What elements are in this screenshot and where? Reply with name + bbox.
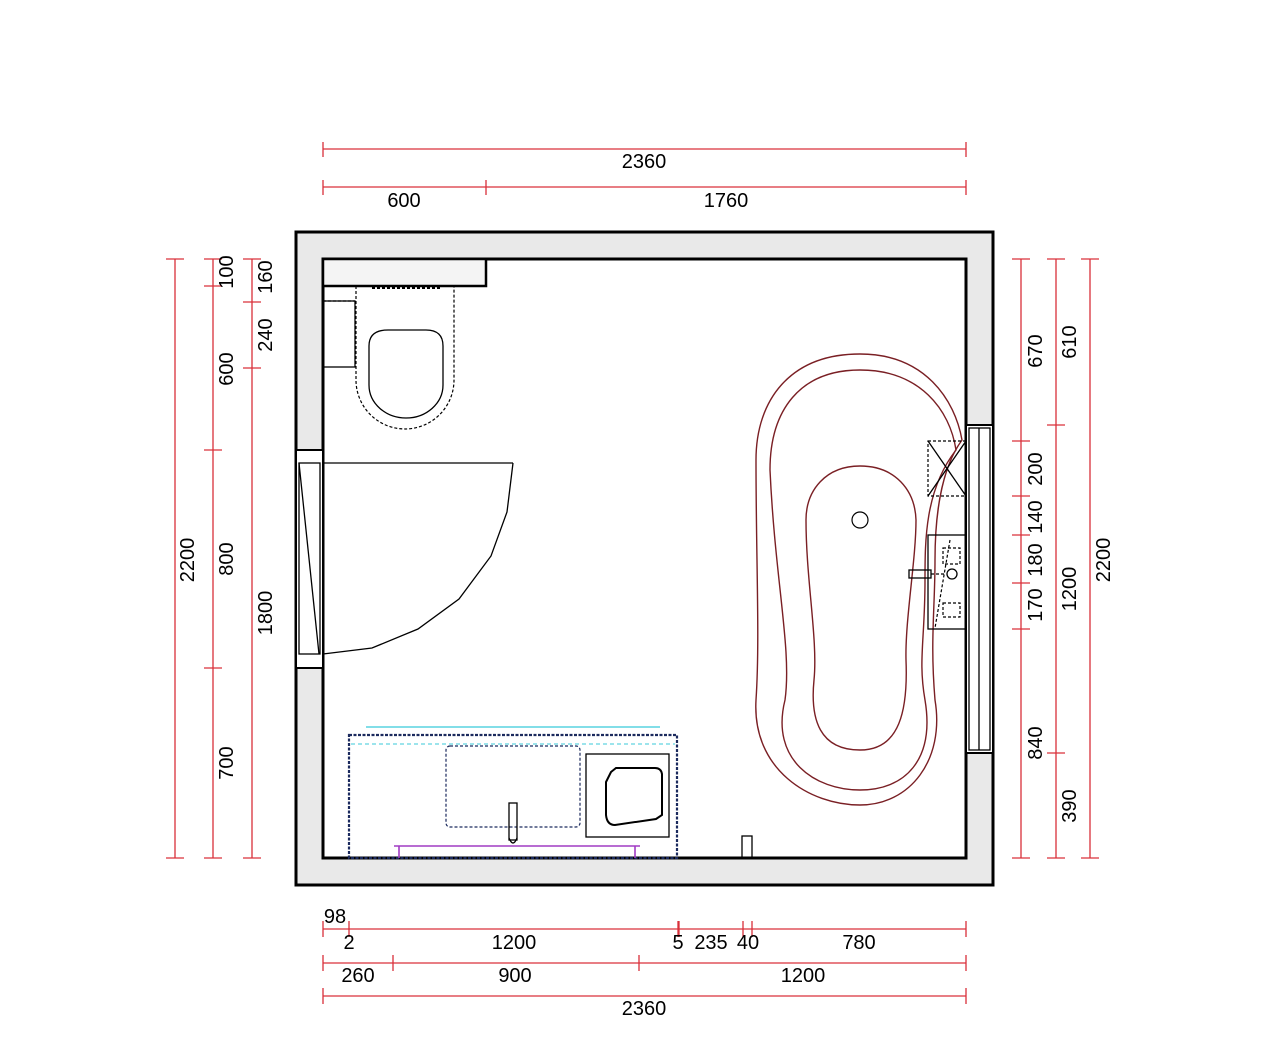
dim-left-seg: 600	[216, 352, 238, 385]
dim-right-seg: 140	[1025, 500, 1047, 533]
dim-bottom-seg: 260	[341, 965, 374, 987]
dim-left-overall: 2200	[177, 538, 199, 583]
dim-left-seg: 160	[255, 260, 277, 293]
dim-left-seg: 700	[216, 746, 238, 779]
window-icon	[965, 424, 994, 754]
dim-bottom-seg: 900	[498, 965, 531, 987]
dim-top-overall: 2360	[622, 151, 667, 173]
dim-right-overall: 2200	[1093, 538, 1115, 583]
bathtub-icon[interactable]	[755, 353, 963, 806]
vanity-icon[interactable]	[347, 726, 679, 860]
dim-right-seg: 670	[1025, 334, 1047, 367]
door-icon[interactable]	[298, 462, 514, 655]
dim-left-seg: 240	[255, 318, 277, 351]
dim-bottom-seg: 5	[672, 932, 683, 954]
dim-left-seg: 800	[216, 542, 238, 575]
dim-right-seg: 390	[1059, 789, 1081, 822]
dim-left-seg: 1800	[255, 591, 277, 636]
dim-right-seg: 180	[1025, 543, 1047, 576]
dim-bottom-seg: 780	[842, 932, 875, 954]
dim-top-seg: 600	[387, 190, 420, 212]
dim-right-seg: 610	[1059, 325, 1081, 358]
cistern-ledge	[321, 257, 488, 288]
dim-bottom-seg: 40	[737, 932, 759, 954]
dim-right-seg: 170	[1025, 588, 1047, 621]
dim-bottom-seg: 235	[694, 932, 727, 954]
dimensions-left: 2200 100 600 800 700 160 240 1800	[166, 255, 277, 859]
dim-bottom-overall: 2360	[622, 998, 667, 1020]
floor-post-icon	[741, 835, 753, 859]
dim-right-seg: 1200	[1059, 567, 1081, 612]
dim-right-seg: 840	[1025, 726, 1047, 759]
dim-right-seg: 200	[1025, 452, 1047, 485]
mixer-icon[interactable]	[908, 534, 967, 630]
dimensions-right: 670 200 140 180 170 840 610 1200 390 220…	[1012, 258, 1115, 859]
drain-box-icon	[927, 440, 967, 497]
dimensions-bottom: 98 2 1200 5 235 40 780 260 900 1200 2360	[322, 906, 967, 1020]
dim-left-seg: 100	[216, 255, 238, 288]
toilet-icon[interactable]	[322, 286, 455, 430]
dimensions-top: 2360 600 1760	[322, 142, 967, 212]
dim-bottom-label: 98	[324, 906, 346, 928]
dim-bottom-seg: 1200	[492, 932, 537, 954]
dim-bottom-seg: 1200	[781, 965, 826, 987]
dim-top-seg: 1760	[704, 190, 749, 212]
dim-bottom-seg: 2	[343, 932, 354, 954]
